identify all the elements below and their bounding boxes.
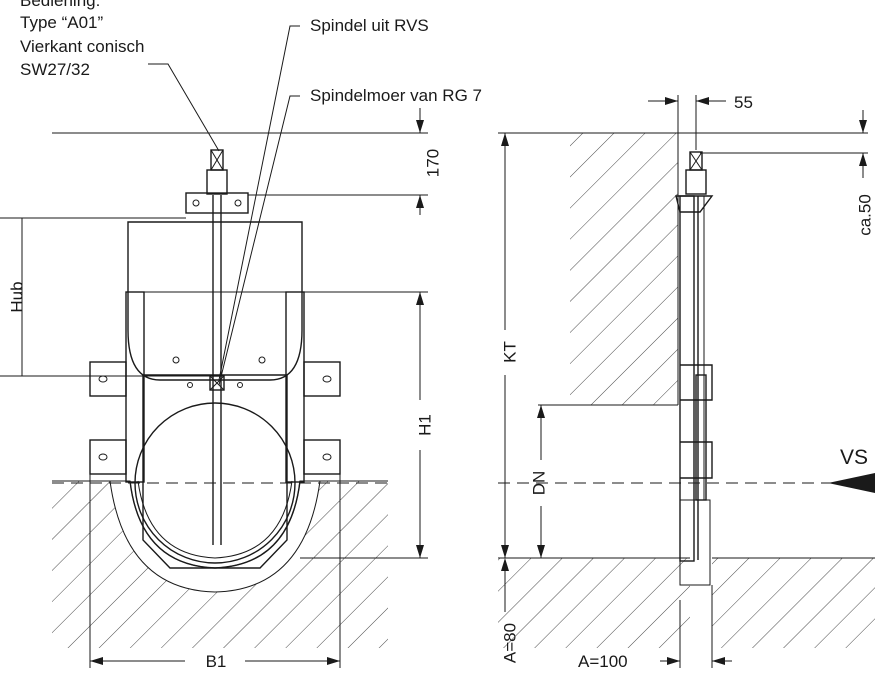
label-dn: DN [529,471,548,496]
label-b1: B1 [206,652,227,671]
label-kt: KT [500,341,519,363]
arrow [537,545,545,558]
callout-texts: Bediening: Type “A01” Vierkant conisch S… [20,0,482,105]
label-170: 170 [423,149,442,177]
side-gate-plate [695,374,707,501]
label-bediening-2: Type “A01” [20,13,103,32]
side-bracket-upper [680,364,713,401]
label-a100: A=100 [578,652,628,671]
bolt-hole [234,199,242,207]
bolt-hole [172,356,180,364]
arrow [90,657,103,665]
label-hub: Hub [7,281,26,312]
label-a80: A=80 [500,623,519,663]
spindle-nut [209,375,225,391]
label-h1: H1 [415,414,434,436]
u-channel-inner [137,480,293,559]
bolt-hole [258,356,266,364]
flow-direction-arrow [828,473,875,493]
side-view: KT DN A=80 A=100 55 ca.50 [498,93,875,671]
u-channel [129,480,301,569]
label-55: 55 [734,93,753,112]
label-bediening-1: Bediening: [20,0,100,10]
front-view: 170 H1 Hub B1 [0,25,442,671]
label-vs: VS [840,446,868,469]
arrow [501,133,509,146]
arrow [712,657,725,665]
label-spindelmoer: Spindelmoer van RG 7 [310,86,482,105]
spindle-square-top [210,149,224,171]
label-bediening-4: SW27/32 [20,60,90,79]
side-collar [685,169,707,195]
arrow [416,545,424,558]
arrow [859,120,867,133]
leader-bediening [148,63,220,152]
arrow [501,558,509,571]
arrow [537,405,545,418]
bolt-hole [192,199,200,207]
arrow [416,292,424,305]
arrow [327,657,340,665]
side-square-cross [689,151,703,171]
side-frame [679,195,695,562]
bolt-hole [98,375,108,383]
bracket-upper-left [89,361,127,397]
bracket-upper-right [303,361,341,397]
arrow [501,545,509,558]
bolt-hole [237,382,243,388]
label-ca50: ca.50 [855,194,874,236]
gate-plate [142,374,288,569]
spindle-head-collar [206,169,228,195]
bolt-hole [187,382,193,388]
spindle-nut-cross [209,375,225,391]
bolt-hole [322,375,332,383]
arrow [416,195,424,208]
bracket-lower-right [303,439,341,475]
leader-spindel [218,25,300,381]
ground-hatch-front [52,481,388,648]
arrow [667,657,680,665]
square-top-cross [210,149,224,171]
top-yoke [185,192,249,214]
bracket-lower-left [89,439,127,475]
upper-frame [127,221,303,381]
label-bediening-3: Vierkant conisch [20,37,144,56]
side-yoke [675,195,714,213]
leader-spindelmoer [218,95,300,386]
arrow [665,97,678,105]
wall-hatch [570,133,678,405]
bolt-hole [98,453,108,461]
ground-hatch-side [498,558,875,648]
arrow [859,153,867,166]
arrow [416,120,424,133]
side-square-top [689,151,703,171]
side-bracket-lower [680,441,713,479]
bolt-hole [322,453,332,461]
arrow [696,97,709,105]
label-spindel: Spindel uit RVS [310,16,429,35]
